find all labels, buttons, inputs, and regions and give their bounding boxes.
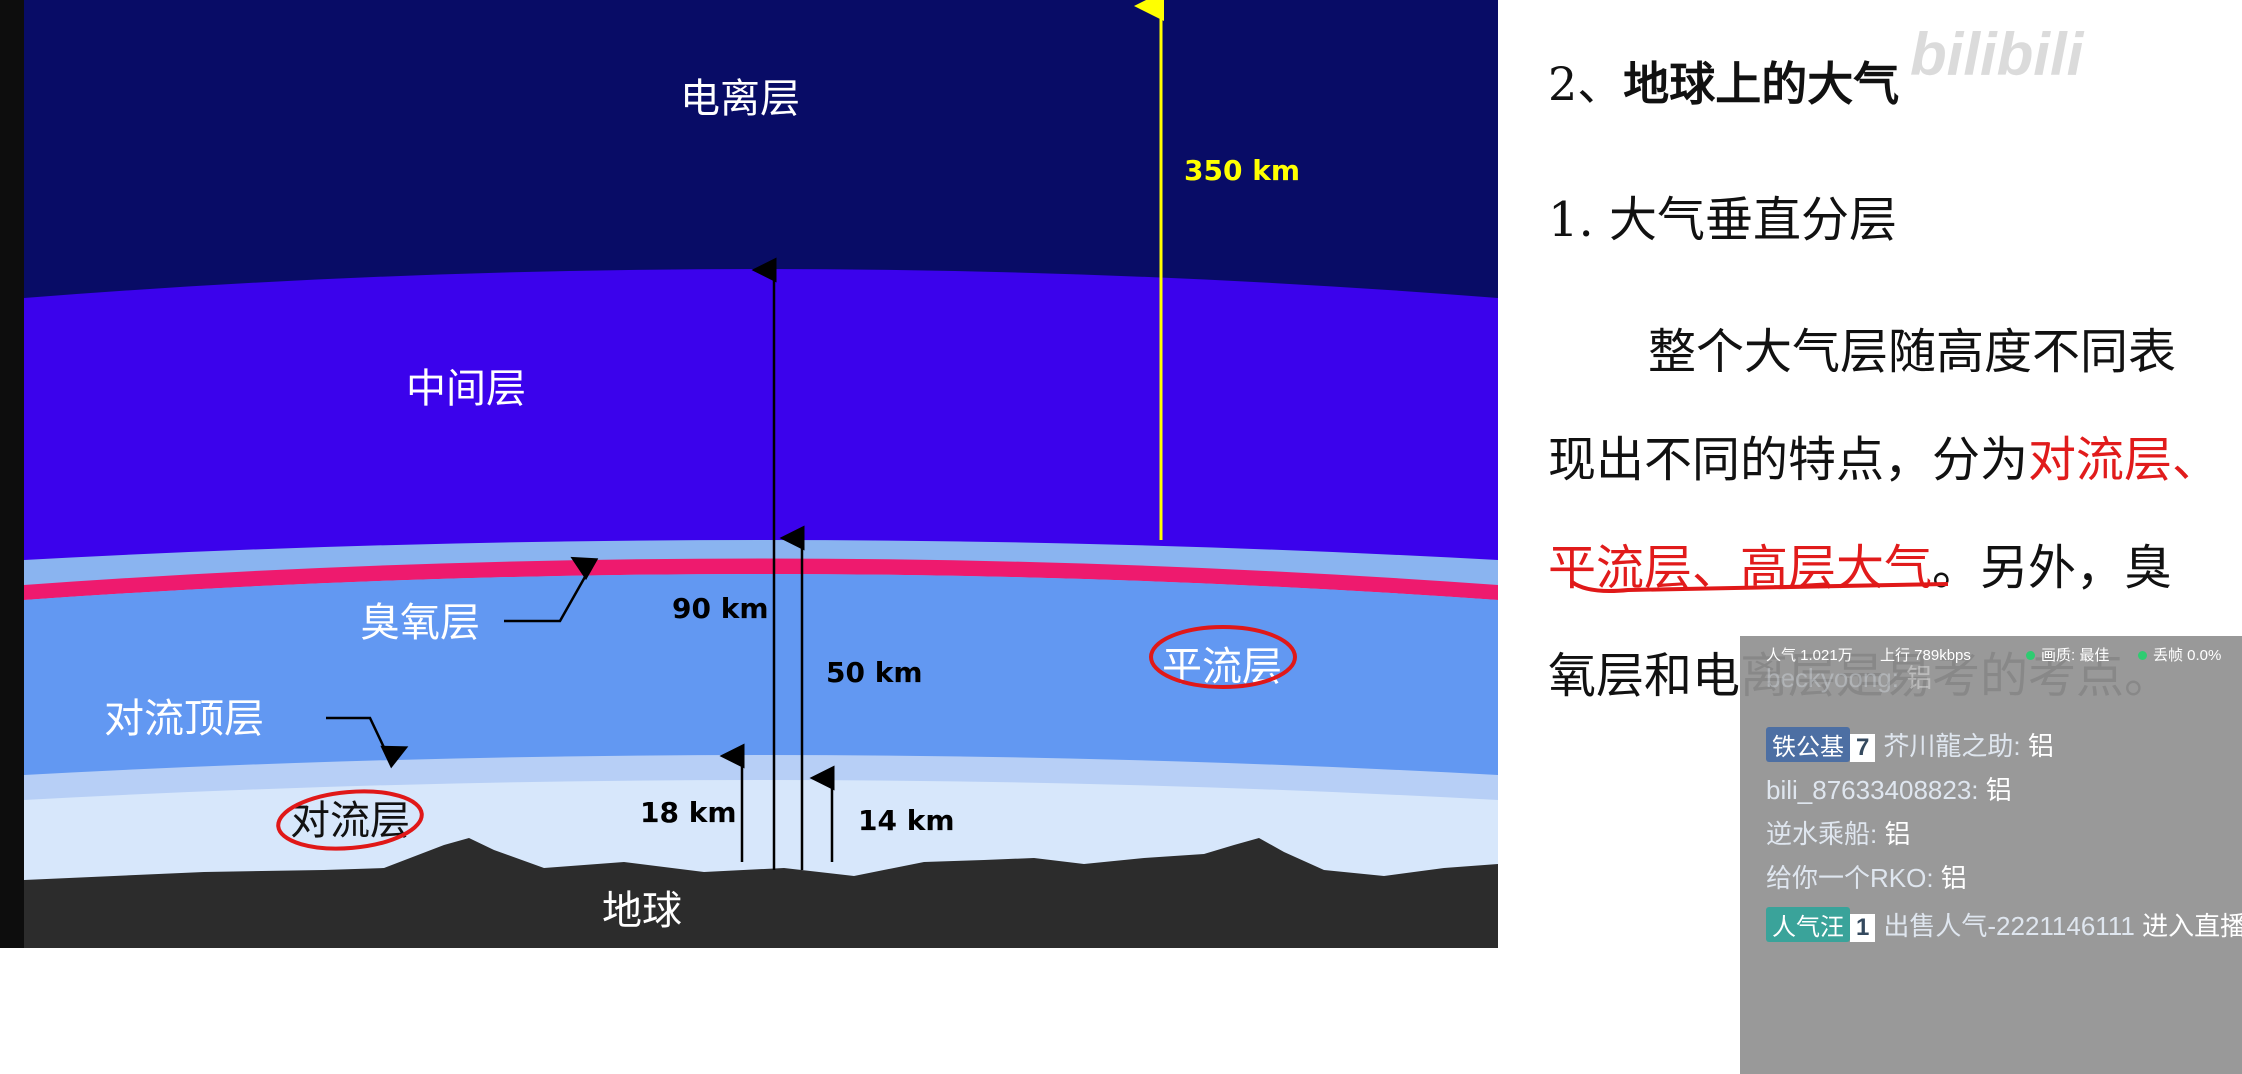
fan-medal-level: 7 bbox=[1850, 734, 1876, 762]
altitude-18km-label: 18 km bbox=[640, 796, 737, 829]
altitude-14km-label: 14 km bbox=[858, 804, 955, 837]
ionosphere-label: 电离层 bbox=[680, 76, 800, 122]
chat-username[interactable]: 出售人气-2221146111 bbox=[1883, 911, 2143, 941]
paragraph-line-2: 现出不同的特点，分为对流层、 bbox=[1548, 420, 2220, 490]
chat-message[interactable]: bili_87633408823: 铝 bbox=[1766, 770, 2012, 807]
section-title: 地球上的大气 bbox=[1623, 57, 1900, 111]
paragraph-line-1: 整个大气层随高度不同表 bbox=[1648, 324, 2177, 380]
left-black-edge bbox=[0, 0, 24, 948]
troposphere-label: 对流层 bbox=[290, 798, 410, 844]
chat-message[interactable]: 逆水乘船: 铝 bbox=[1766, 814, 1910, 851]
upload-stat: 上行 789kbps bbox=[1880, 647, 1971, 664]
chat-text: 进入直播间 bbox=[2142, 911, 2242, 941]
chat-message[interactable]: beckyoong: 铝 bbox=[1766, 658, 1932, 695]
chat-username[interactable]: bili_87633408823: bbox=[1766, 775, 1986, 805]
altitude-350km-label: 350 km bbox=[1184, 154, 1300, 187]
chat-text: 铝 bbox=[1884, 819, 1911, 849]
altitude-90km-label: 90 km bbox=[672, 592, 769, 625]
troposphere-annotation-circle bbox=[276, 789, 424, 851]
fan-medal-badge: 铁公基 bbox=[1766, 727, 1850, 762]
subheading: 1. 大气垂直分层 bbox=[1548, 192, 1898, 248]
tropopause-label: 对流顶层 bbox=[104, 696, 264, 742]
ozone-layer-label: 臭氧层 bbox=[360, 600, 480, 646]
chat-username[interactable]: 芥川龍之助: bbox=[1883, 731, 2028, 761]
chat-text: 铝 bbox=[1985, 775, 2012, 805]
highlight-troposphere: 对流层、 bbox=[2028, 432, 2221, 488]
fan-medal-level: 1 bbox=[1850, 914, 1876, 942]
chat-message[interactable]: 给你一个RKO: 铝 bbox=[1766, 858, 1967, 895]
chat-username[interactable]: 给你一个RKO: bbox=[1766, 863, 1941, 893]
atmosphere-layers-diagram: 电离层 中间层 臭氧层 平流层 对流顶层 对流层 地球 350 km 90 km… bbox=[24, 0, 1498, 948]
mesosphere-label: 中间层 bbox=[406, 366, 526, 412]
earth-surface bbox=[24, 838, 1498, 948]
paragraph-line-2-text: 现出不同的特点，分为 bbox=[1548, 432, 2029, 488]
popularity-stat: 人气 1.021万 bbox=[1766, 647, 1853, 664]
drop-frame-stat-text: 丢帧 0.0% bbox=[2153, 647, 2222, 664]
paragraph-line-3-text: 。另外，臭 bbox=[1932, 540, 2173, 596]
chat-text: 铝 bbox=[2027, 731, 2054, 761]
section-number: 2、 bbox=[1548, 57, 1624, 111]
bilibili-watermark: bilibili bbox=[1910, 21, 2084, 88]
quality-stat: 画质: 最佳 bbox=[2026, 644, 2109, 665]
drop-frame-stat: 丢帧 0.0% bbox=[2138, 644, 2221, 665]
paragraph-line-3: 平流层、高层大气。另外，臭 bbox=[1548, 528, 2172, 598]
ozone-pointer-line bbox=[504, 556, 599, 623]
chat-text: 铝 bbox=[1906, 663, 1933, 693]
chat-username[interactable]: 逆水乘船: bbox=[1766, 819, 1885, 849]
stratosphere-annotation-circle bbox=[1149, 625, 1297, 689]
quality-stat-text: 画质: 最佳 bbox=[2041, 647, 2110, 664]
live-chat-overlay: 人气 1.021万 上行 789kbps 画质: 最佳 丢帧 0.0% beck… bbox=[1740, 636, 2242, 1074]
section-heading: 2、地球上的大气 bbox=[1548, 48, 1899, 114]
ozone-layer-band bbox=[24, 558, 1498, 600]
underline-annotation bbox=[1570, 580, 1949, 593]
fan-medal-badge: 人气汪 bbox=[1766, 907, 1850, 942]
chat-username[interactable]: beckyoong: bbox=[1766, 663, 1907, 693]
earth-label: 地球 bbox=[602, 888, 682, 934]
altitude-50km-label: 50 km bbox=[826, 656, 923, 689]
chat-text: 铝 bbox=[1940, 863, 1967, 893]
tropopause-pointer-line bbox=[326, 716, 409, 769]
